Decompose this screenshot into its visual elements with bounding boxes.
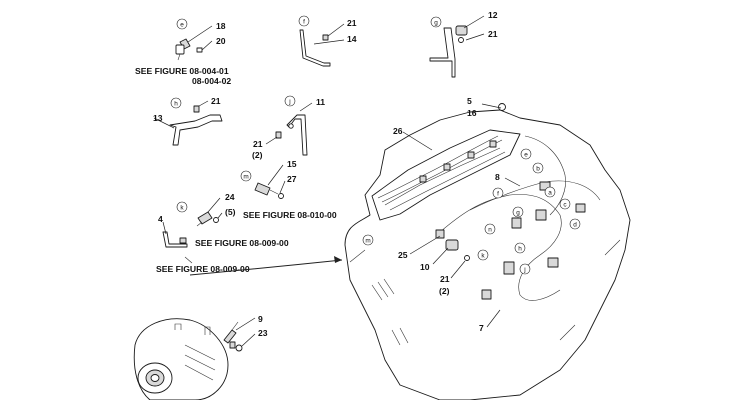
view-callout-label: c (563, 201, 567, 208)
part-number-label: 24 (225, 192, 235, 202)
part-number-label: 20 (216, 36, 226, 46)
detail-group-g: g (429, 15, 485, 78)
view-callout-label: e (180, 21, 184, 28)
detail-group-e: e (175, 18, 213, 61)
part-number-label: (2) (252, 150, 263, 160)
see-figure-label: SEE FIGURE 08-009-00 (156, 264, 250, 274)
view-callout-circle (176, 18, 188, 30)
part-number-label: 16 (467, 108, 477, 118)
part-number-label: (2) (439, 286, 450, 296)
view-callout-label: g (516, 209, 520, 216)
view-callout-label: m (365, 237, 370, 244)
view-callout-circle (176, 201, 188, 213)
detail-group-m: m (240, 164, 286, 199)
part-number-label: 21 (347, 18, 357, 28)
bracket-4-shape (162, 231, 188, 248)
nut-23-shape (235, 344, 243, 352)
part-number-label: 21 (440, 274, 450, 284)
bolt-9-shape (223, 329, 237, 344)
view-callout-label: a (548, 189, 552, 196)
sensor-16-shape (197, 211, 213, 225)
part-number-label: 10 (420, 262, 430, 272)
bolt-21-shape (275, 131, 282, 139)
part-number-label: 4 (158, 214, 163, 224)
view-callout-label: d (573, 221, 577, 228)
engine-block (344, 103, 631, 400)
view-callout-label: b (536, 165, 540, 172)
bolt-20-shape (196, 47, 203, 53)
view-callout-label: f (497, 190, 499, 197)
part-number-label: 21 (211, 96, 221, 106)
view-callout-label: j (523, 266, 525, 273)
bracket-13-shape (169, 114, 223, 146)
part-number-label: 5 (467, 96, 472, 106)
part-number-label: 23 (258, 328, 268, 338)
detail-group-h: h (153, 97, 223, 146)
part-number-label: 27 (287, 174, 297, 184)
part-number-label: 9 (258, 314, 263, 324)
see-figure-label: 08-004-02 (192, 76, 231, 86)
engine-callouts: m e b a c d f g h n k j (362, 148, 581, 275)
see-figure-label: SEE FIGURE 08-004-01 (135, 66, 229, 76)
bracket-14-shape (299, 29, 331, 67)
view-callout-label: h (518, 245, 522, 252)
part-number-label: 11 (316, 97, 325, 107)
see-figure-label: SEE FIGURE 08-010-00 (243, 210, 337, 220)
part-number-label: 18 (216, 21, 226, 31)
bolt-21-shape (193, 105, 200, 113)
view-callout-label: h (174, 100, 178, 107)
view-callout-label: k (180, 204, 184, 211)
part-number-label: 21 (253, 139, 263, 149)
part-number-label: 12 (488, 10, 498, 20)
view-callout-circle (298, 15, 310, 27)
valve-cover (371, 129, 521, 221)
sensor-15-shape (254, 182, 271, 196)
part-number-label: 13 (153, 113, 163, 123)
view-callout-circle (284, 95, 296, 107)
ring-27-shape (278, 193, 284, 199)
view-callout-circle (240, 170, 252, 182)
part-number-label: (5) (225, 207, 236, 217)
view-callout-label: m (243, 173, 248, 180)
view-callout-label: f (303, 18, 305, 25)
detail-group-f: f (298, 15, 345, 67)
part-number-label: 21 (488, 29, 498, 39)
part-number-label: 15 (287, 159, 297, 169)
view-callout-circle (170, 97, 182, 109)
bracket-4-group (162, 221, 193, 264)
arrow-head (334, 256, 342, 263)
view-callout-label: k (481, 252, 485, 259)
pointer-arrow (189, 259, 343, 276)
alternator (133, 317, 256, 400)
bracket-shape (429, 27, 456, 78)
ring-26-shape (213, 217, 219, 223)
view-callout-label: e (524, 151, 528, 158)
part-number-label: 25 (398, 250, 408, 260)
bracket-11-shape (286, 114, 308, 156)
see-figure-label: SEE FIGURE 08-009-00 (195, 238, 289, 248)
bolt-21-shape (322, 34, 329, 41)
view-callout-label: j (288, 98, 290, 105)
view-callout-label: n (488, 226, 492, 233)
detail-group-j: j (265, 95, 313, 156)
sensor-18-body (175, 44, 185, 55)
part-number-label: 8 (495, 172, 500, 182)
view-callout-label: g (434, 19, 438, 26)
detail-group-k: k (176, 197, 223, 227)
view-callout-circle (430, 16, 442, 28)
part-number-label: 14 (347, 34, 357, 44)
part-number-label: 26 (393, 126, 403, 136)
part-number-label: 7 (479, 323, 484, 333)
